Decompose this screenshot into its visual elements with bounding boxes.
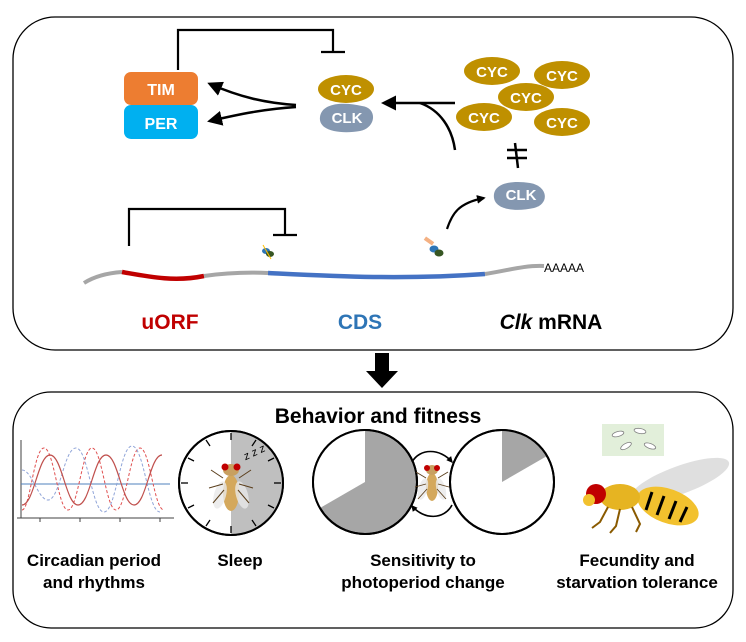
photoperiod-clock-short-night <box>449 429 555 535</box>
cyc-label-3: CYC <box>510 90 542 107</box>
label-circadian-line1: Circadian period <box>27 551 161 570</box>
tim-protein: TIM <box>124 72 198 105</box>
per-protein: PER <box>124 105 198 139</box>
photoperiod-shift-arrows <box>411 450 453 518</box>
panel-transition-arrow <box>366 353 398 388</box>
clk-label-free: CLK <box>506 187 537 204</box>
fly-icon-fecundity <box>583 457 730 534</box>
cyc-label-5: CYC <box>546 115 578 132</box>
circadian-rhythm-plot <box>17 440 174 522</box>
top-panel-frame <box>12 16 734 351</box>
mrna-linker <box>203 270 269 278</box>
repression-line-top <box>176 28 335 70</box>
not-binding-symbol <box>507 142 527 169</box>
cyc-label-2: CYC <box>546 68 578 85</box>
translation-arrow <box>445 195 486 230</box>
mrna-3-utr <box>484 263 545 276</box>
label-sleep: Sleep <box>217 551 262 570</box>
ribosome-cds-icon <box>423 236 444 257</box>
gene-name-suffix: mRNA <box>532 311 602 334</box>
activation-arrow-per <box>207 105 297 126</box>
clk-mrna: AAAAA <box>82 261 584 285</box>
rhythm-trace-red <box>21 447 165 511</box>
tim-label: TIM <box>147 82 175 99</box>
label-circadian-line2: and rhythms <box>43 573 145 592</box>
cyc-label-1: CYC <box>476 64 508 81</box>
ribosome-uorf-icon <box>262 244 274 260</box>
uorf-label: uORF <box>141 311 198 334</box>
clk-label-complex: CLK <box>332 110 363 127</box>
gene-name-italic: Clk <box>500 311 534 334</box>
uorf-repression-line <box>127 207 287 246</box>
poly-a-tail: AAAAA <box>544 261 584 275</box>
label-photoperiod-line1: Sensitivity to <box>370 551 476 570</box>
mrna-5-utr <box>82 270 123 285</box>
cyc-label-4: CYC <box>468 110 500 127</box>
label-photoperiod-line2: photoperiod change <box>341 573 504 592</box>
free-cyc-cluster: CYC CYC CYC CYC CYC <box>456 57 590 136</box>
label-fecundity-line1: Fecundity and <box>579 551 694 570</box>
cyc-clk-complex: CYC CLK <box>318 75 374 133</box>
assembly-curve <box>419 101 457 151</box>
cds-label: CDS <box>338 311 382 334</box>
sleep-clock: z z z <box>178 430 284 536</box>
clock-ticks <box>181 433 281 533</box>
gene-label: Clk mRNA <box>500 311 603 334</box>
label-fecundity-line2: starvation tolerance <box>556 573 718 592</box>
rhythm-trace-dark <box>21 454 163 506</box>
photoperiod-clock-long-night <box>312 429 418 535</box>
mrna-uorf-segment <box>121 269 205 281</box>
fly-icon-photoperiod <box>414 465 450 501</box>
mrna-cds-segment <box>267 270 486 280</box>
rhythm-trace-blue <box>21 445 161 513</box>
per-label: PER <box>145 116 178 133</box>
bottom-panel-title: Behavior and fitness <box>275 405 482 428</box>
eggs-icon <box>602 424 664 456</box>
free-clk: CLK <box>493 181 545 210</box>
cyc-label-complex: CYC <box>330 82 362 99</box>
fly-icon-sleep <box>208 463 254 511</box>
activation-arrow-tim <box>207 81 297 107</box>
